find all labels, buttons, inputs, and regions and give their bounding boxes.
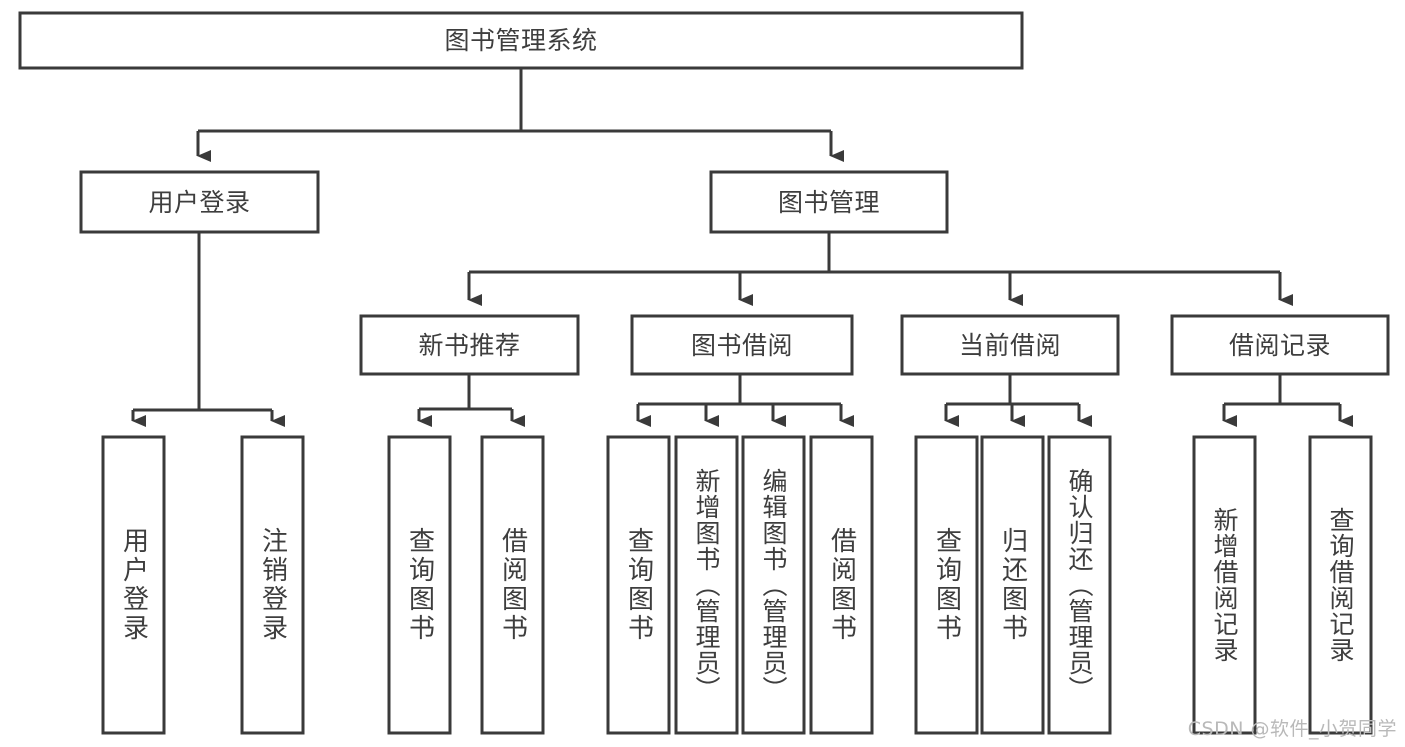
node-leaf-user-login-1-box[interactable] bbox=[240, 435, 305, 735]
node-leaf-borrow-record-1-box[interactable] bbox=[1308, 435, 1373, 735]
node-leaf-current-borrow-2-box[interactable] bbox=[1047, 435, 1112, 735]
node-leaf-current-borrow-1-box[interactable] bbox=[980, 435, 1045, 735]
node-leaf-book-borrow-0-box[interactable] bbox=[606, 435, 671, 735]
csdn-watermark: CSDN @软件_小贺同学 bbox=[1187, 718, 1397, 740]
node-leaf-current-borrow-0-box[interactable] bbox=[914, 435, 979, 735]
node-level2-new-book-box[interactable] bbox=[359, 314, 580, 376]
node-level2-current-borrow-box[interactable] bbox=[900, 314, 1120, 376]
node-leaf-book-borrow-1-box[interactable] bbox=[674, 435, 739, 735]
node-level2-borrow-record-box[interactable] bbox=[1170, 314, 1390, 376]
node-level1-user-login-box[interactable] bbox=[79, 170, 320, 234]
node-leaf-new-book-1-box[interactable] bbox=[480, 435, 545, 735]
node-leaf-user-login-0-box[interactable] bbox=[101, 435, 166, 735]
node-level1-book-mgmt-box[interactable] bbox=[709, 170, 949, 234]
node-leaf-book-borrow-2-box[interactable] bbox=[741, 435, 806, 735]
node-root-box[interactable] bbox=[18, 11, 1024, 70]
node-leaf-borrow-record-0-box[interactable] bbox=[1192, 435, 1257, 735]
node-leaf-new-book-0-box[interactable] bbox=[387, 435, 452, 735]
node-leaf-book-borrow-3-box[interactable] bbox=[809, 435, 874, 735]
node-level2-book-borrow-box[interactable] bbox=[630, 314, 854, 376]
